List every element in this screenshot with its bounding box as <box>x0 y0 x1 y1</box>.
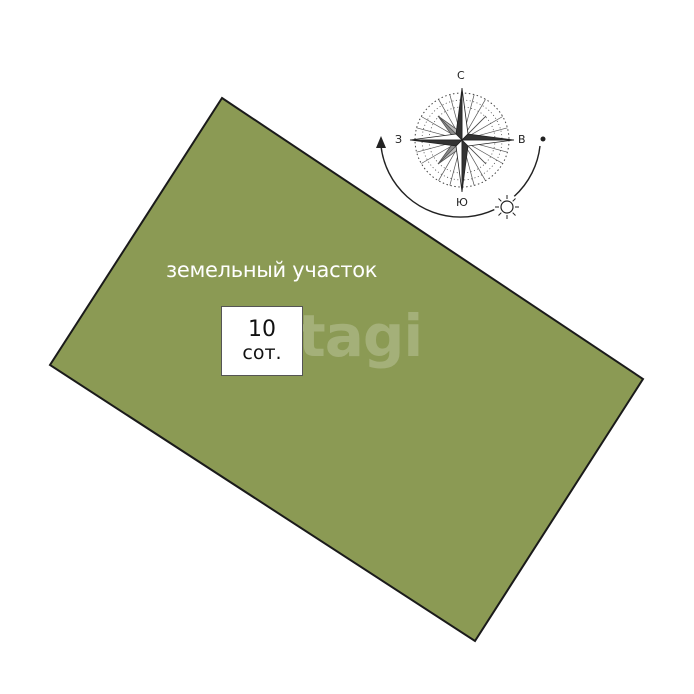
sun-icon <box>494 194 520 220</box>
plot-label: земельный участок <box>166 258 378 282</box>
land-plot-shape <box>48 96 645 643</box>
area-unit: сот. <box>242 341 282 364</box>
area-value: 10 <box>248 317 276 343</box>
compass-east-label: В <box>518 133 526 146</box>
compass-south-label: Ю <box>456 196 468 209</box>
compass-rose-icon <box>409 87 515 193</box>
area-box: 10 сот. <box>221 306 303 376</box>
compass-north-label: С <box>457 69 465 82</box>
compass-west-label: З <box>395 133 403 146</box>
watermark: tagi <box>298 302 423 370</box>
sun-path-arrow-icon <box>376 136 546 218</box>
